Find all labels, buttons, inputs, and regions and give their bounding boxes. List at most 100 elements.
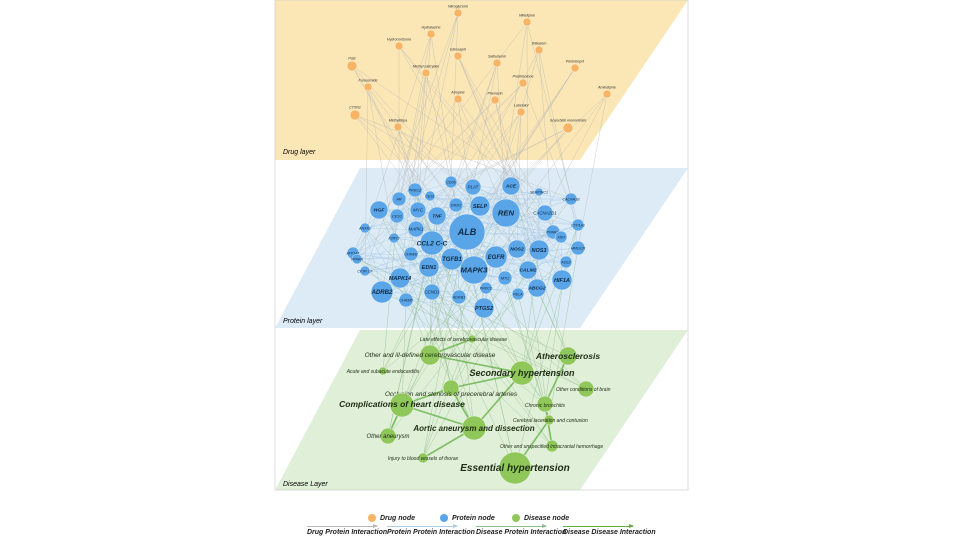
protein-protein-arrow <box>387 524 458 528</box>
disease-protein-edge <box>401 299 407 406</box>
drug-protein-edge <box>364 12 459 272</box>
protein-protein-edge <box>483 212 546 309</box>
protein-protein-edge <box>510 185 540 251</box>
protein-node-swatch <box>440 514 448 522</box>
drug-protein-edge <box>397 126 481 207</box>
drug-node <box>562 122 574 134</box>
protein-node <box>448 197 464 213</box>
disease-protein-edge <box>422 249 540 459</box>
legend-disease-node-label: Disease node <box>524 514 570 522</box>
drug-node <box>492 58 502 68</box>
drug-node <box>490 95 500 105</box>
protein-node <box>536 204 554 222</box>
drug-protein-edge <box>378 98 459 211</box>
disease-node-label: Injury to blood vessels of thorax <box>388 456 459 462</box>
disease-protein-edge <box>364 270 587 390</box>
protein-node <box>388 232 400 244</box>
disease-node <box>509 360 535 386</box>
drug-node <box>346 60 358 72</box>
drug-node-label: Atropine <box>450 91 464 95</box>
drug-node-label: Isosorbide mononitrate <box>550 119 587 123</box>
protein-layer-label: Protein layer <box>283 318 323 325</box>
protein-node <box>473 297 495 319</box>
drug-protein-edge <box>396 72 427 217</box>
drug-layer-plane <box>275 0 688 160</box>
drug-protein-edge <box>494 99 538 289</box>
disease-protein-edge <box>521 236 562 374</box>
protein-node-label: EDN1 <box>422 265 437 271</box>
disease-node-label: Other conditions of brain <box>556 387 611 393</box>
drug-protein-edge <box>479 67 576 207</box>
drug-node <box>534 45 544 55</box>
protein-node <box>440 247 464 271</box>
disease-disease-arrow <box>563 524 634 528</box>
drug-protein-arrow <box>307 524 378 528</box>
protein-node-label: PRKCZ <box>408 188 422 192</box>
protein-protein-edge <box>364 181 452 272</box>
disease-protein-edge <box>401 212 507 406</box>
disease-node-label: Late effects of cerebrovascular disease <box>420 337 507 343</box>
drug-node-label: Amlodipine <box>597 86 616 90</box>
protein-node-label: RELA <box>513 292 523 296</box>
protein-protein-edge <box>393 237 433 293</box>
protein-node <box>501 176 521 196</box>
disease-node <box>379 427 397 445</box>
drug-protein-edge <box>504 111 522 279</box>
legend-disease-protein-label: Disease Protein Interaction <box>476 529 567 536</box>
protein-node-label: PPARA <box>351 257 364 261</box>
drug-node-label: Pentobopril <box>566 60 584 64</box>
disease-protein-edge <box>504 277 550 421</box>
protein-node <box>369 200 389 220</box>
protein-node <box>528 239 550 261</box>
protein-node <box>559 255 573 269</box>
protein-node <box>391 191 407 207</box>
protein-node-label: AR <box>395 197 402 201</box>
disease-node-label: Aortic aneurysm and dissection <box>412 424 534 433</box>
protein-node <box>424 190 436 202</box>
disease-protein-edge <box>381 291 587 390</box>
legend-disease-disease: Disease Disease Interaction <box>563 524 656 536</box>
drug-node-label: Hydralazine <box>422 26 441 30</box>
protein-node <box>398 292 414 308</box>
disease-node <box>498 451 532 485</box>
drug-node <box>363 82 373 92</box>
protein-node <box>511 287 525 301</box>
drug-protein-edge <box>351 65 487 289</box>
drug-node <box>570 63 580 73</box>
drug-node-label: Furosemide <box>359 79 378 83</box>
protein-node <box>527 278 547 298</box>
drug-node-label: Phenazin <box>488 92 503 96</box>
protein-node <box>571 218 585 232</box>
protein-node <box>518 260 538 280</box>
disease-protein-edge <box>422 287 487 459</box>
legend-protein-node: Protein node <box>440 514 495 522</box>
protein-node-label: CES1 <box>425 194 434 198</box>
drug-node-label: Salbutamol <box>488 55 506 59</box>
disease-protein-edge <box>431 291 516 469</box>
protein-node-label: ADRB2 <box>371 290 393 296</box>
disease-node <box>543 414 555 426</box>
protein-node-label: CHRM2 <box>404 252 419 256</box>
disease-protein-edge <box>382 287 487 372</box>
protein-node <box>448 213 486 251</box>
disease-node <box>417 452 429 464</box>
protein-node <box>389 208 405 224</box>
protein-node <box>564 192 578 206</box>
protein-node-label: ADRB1 <box>452 295 466 299</box>
disease-protein-edge <box>398 198 587 390</box>
disease-disease-edge <box>429 354 523 374</box>
legend-disease-node: Disease node <box>512 514 569 522</box>
drug-protein-edge <box>417 12 459 211</box>
protein-node-label: SERPINC1 <box>530 190 548 194</box>
disease-node-label: Other and unspecified intracranial hemor… <box>500 444 603 450</box>
protein-node-label: REN <box>498 209 515 218</box>
network-diagram: NitroglycerinHydralazineNifedipineHydroc… <box>274 0 689 491</box>
protein-protein-edge <box>472 186 567 263</box>
protein-node-label: MAPK14 <box>389 276 411 282</box>
drug-node <box>394 41 404 51</box>
protein-node-label: XDH <box>556 235 565 239</box>
drug-node <box>426 29 436 39</box>
disease-node <box>536 395 554 413</box>
disease-node <box>558 346 578 366</box>
protein-node-label: HMGCR <box>571 246 586 250</box>
